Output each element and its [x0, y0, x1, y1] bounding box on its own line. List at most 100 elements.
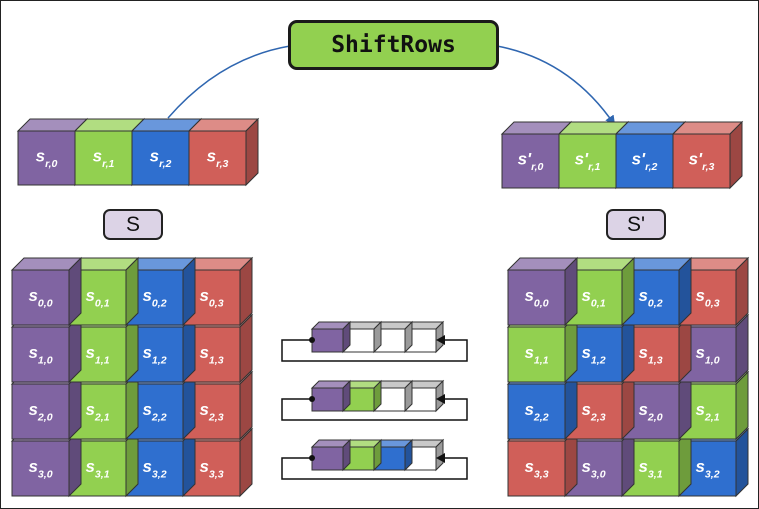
matrix-s-cell-0-1-label: s0,1	[85, 286, 109, 309]
matrix-s-prime-cell-1-2-label: s1,3	[638, 343, 662, 366]
matrix-s-prime-cell-1-0-label: s1,1	[524, 343, 548, 366]
matrix-s-prime-cell-0-2-side	[678, 256, 692, 327]
matrix-s-prime-cell-0-3-side	[735, 256, 749, 327]
matrix-s-cell-2-0-label: s2,0	[28, 400, 52, 423]
row-s-cell-1-label: sr,1	[93, 147, 115, 170]
rotation-1-arrowhead	[436, 335, 445, 345]
matrix-s-prime-cell-0-0-label: s0,0	[524, 286, 548, 309]
row-s-prime-cell-3-front	[672, 133, 731, 189]
rotation-1-loop	[281, 339, 468, 362]
rotation-3-block-1	[341, 438, 383, 472]
row-s-prime-cell-0-label: s'r,0	[518, 150, 544, 173]
row-s-prime-cell-0-front	[501, 133, 560, 189]
rotation-1	[281, 320, 468, 362]
matrix-s-prime-cell-1-1-label: s1,2	[581, 343, 605, 366]
arrow-to-row-prime	[496, 45, 616, 126]
row-s-cell-0-label: sr,0	[36, 147, 58, 170]
matrix-s-cell-3-2-label: s3,2	[142, 457, 166, 480]
matrix-s-prime-cell-3-2-label: s3,1	[638, 457, 662, 480]
rotation-2-block-0-front	[311, 387, 344, 412]
rotation-2-block-2	[372, 379, 414, 413]
matrix-s-cell-2-3-side	[239, 370, 253, 441]
row-s-prime-cell-2-label: s'r,2	[632, 150, 658, 173]
matrix-s-prime-cell-0-2-label: s0,2	[638, 286, 662, 309]
row-s-prime-cell-3: s'r,3	[671, 120, 744, 190]
matrix-s-prime-cell-1-3-side	[735, 313, 749, 384]
matrix-s-prime-cell-1-3-label: s1,0	[695, 343, 719, 366]
matrix-s-prime-cell-0-1-side	[621, 256, 635, 327]
matrix-s-prime-cell-0-1-label: s0,1	[581, 286, 605, 309]
row-s-cell-3: sr,3	[187, 117, 260, 187]
matrix-s-prime-cell-2-1-label: s2,3	[581, 400, 605, 423]
row-s-cell-3-front	[188, 130, 247, 186]
rotation-3-block-2	[372, 438, 414, 472]
rotation-3-arrowhead	[436, 453, 445, 463]
matrix-s-cell-1-3-label: s1,3	[199, 343, 223, 366]
matrix-s-prime-cell-3-0-front	[507, 440, 566, 497]
matrix-s-cell-0-0-front	[11, 269, 70, 326]
matrix-s-cell-0-2-label: s0,2	[142, 286, 166, 309]
matrix-s-prime-cell-0-0: s0,0	[506, 256, 579, 327]
matrix-s-cell-0-0-side	[68, 256, 82, 327]
matrix-s-prime-cell-2-3-side	[735, 370, 749, 441]
row-s-prime-cell-3-label: s'r,3	[689, 150, 715, 173]
matrix-s-prime-cell-3-1-label: s3,0	[581, 457, 605, 480]
matrix-s-cell-0-3-side	[239, 256, 253, 327]
rotation-3-start-dot	[309, 455, 315, 461]
matrix-s-cell-1-0-front	[11, 326, 70, 383]
rotation-3-block-3	[403, 438, 445, 472]
state-s-label: S	[103, 209, 163, 240]
matrix-s-cell-0-1-side	[125, 256, 139, 327]
rotation-1-start-dot	[309, 337, 315, 343]
state-s-prime-label: S'	[606, 209, 666, 240]
rotation-2-block-1	[341, 379, 383, 413]
matrix-s-cell-0-0: s0,0	[10, 256, 83, 327]
rotation-3-block-0	[310, 438, 352, 472]
matrix-s-cell-0-2-side	[182, 256, 196, 327]
matrix-s-cell-2-2-label: s2,2	[142, 400, 166, 423]
matrix-s-prime-cell-3-3-side	[735, 427, 749, 498]
matrix-s-prime-cell-3-0-label: s3,3	[524, 457, 548, 480]
matrix-s-cell-3-3-side	[239, 427, 253, 498]
rotation-3-block-0-front	[311, 446, 344, 471]
row-s-cell-3-side	[245, 117, 259, 187]
row-s-cell-3-label: sr,3	[207, 147, 229, 170]
matrix-s-prime-cell-0-0-front	[507, 269, 566, 326]
rotation-2-loop	[281, 398, 468, 421]
row-s-prime-cell-1-front	[558, 133, 617, 189]
rotation-3	[281, 438, 468, 480]
shiftrows-title: ShiftRows	[288, 20, 499, 70]
rotation-2-arrowhead	[436, 394, 445, 404]
row-s-prime-cell-2-front	[615, 133, 674, 189]
matrix-s-cell-2-3-label: s2,3	[199, 400, 223, 423]
rotation-1-block-1	[341, 320, 383, 354]
rotation-2-start-dot	[309, 396, 315, 402]
row-s-cell-2-label: sr,2	[150, 147, 172, 170]
rotation-3-loop	[281, 457, 468, 480]
matrix-s-cell-1-0-label: s1,0	[28, 343, 52, 366]
matrix-s-cell-2-1-label: s2,1	[85, 400, 109, 423]
matrix-s-prime-cell-0-3-label: s0,3	[695, 286, 719, 309]
matrix-s-prime-cell-2-2-label: s2,0	[638, 400, 662, 423]
matrix-s-cell-1-2-label: s1,2	[142, 343, 166, 366]
arrow-from-row	[167, 45, 291, 119]
matrix-s-cell-0-0-label: s0,0	[28, 286, 52, 309]
rotation-1-block-0	[310, 320, 352, 354]
matrix-s-cell-0-3-label: s0,3	[199, 286, 223, 309]
rotation-1-block-2	[372, 320, 414, 354]
rotation-2-block-3	[403, 379, 445, 413]
matrix-s-cell-3-3-label: s3,3	[199, 457, 223, 480]
matrix-s-cell-3-0-label: s3,0	[28, 457, 52, 480]
matrix-s-prime-cell-2-0-label: s2,2	[524, 400, 548, 423]
matrix-s-cell-1-1-label: s1,1	[85, 343, 109, 366]
rotation-1-block-3	[403, 320, 445, 354]
matrix-s-prime-cell-1-0-front	[507, 326, 566, 383]
row-s-prime-cell-3-side	[729, 120, 743, 190]
matrix-s-prime-cell-2-0-front	[507, 383, 566, 440]
row-s-prime-cell-1-label: s'r,1	[575, 150, 601, 173]
matrix-s-prime-cell-3-3-label: s3,2	[695, 457, 719, 480]
rotation-1-block-0-front	[311, 328, 344, 353]
rotation-2-block-0	[310, 379, 352, 413]
matrix-s-prime-cell-2-3-label: s2,1	[695, 400, 719, 423]
